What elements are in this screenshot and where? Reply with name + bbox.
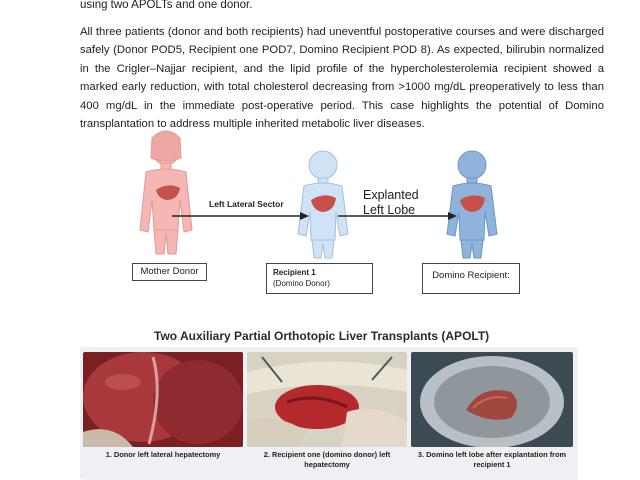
recipient1-liver-icon	[311, 195, 336, 212]
mother-liver-icon	[156, 185, 180, 200]
transplant-diagram: Left Lateral Sector Explanted Left Lobe …	[80, 130, 564, 344]
domino-recipient-label: Domino Recipient:	[422, 263, 520, 294]
domino-liver-icon	[460, 195, 485, 212]
photo-caption-3: 3. Domino left lobe after explantation f…	[417, 450, 567, 469]
explanted-left-lobe-label: Explanted Left Lobe	[363, 188, 419, 218]
recipient1-label: Recipient 1 (Domino Donor)	[266, 263, 373, 294]
explanted-line1: Explanted	[363, 188, 419, 202]
arrow-label-left-lateral-sector: Left Lateral Sector	[209, 199, 284, 209]
surgical-photo-strip: 1. Donor left lateral hepatectomy 2. Rec…	[80, 347, 578, 480]
body-paragraph: All three patients (donor and both recip…	[80, 26, 604, 131]
photo-caption-2: 2. Recipient one (domino donor) left hep…	[263, 450, 391, 469]
figure-caption: Two Auxiliary Partial Orthotopic Liver T…	[154, 329, 490, 343]
recipient1-note: (Domino Donor)	[273, 279, 330, 288]
explanted-line2: Left Lobe	[363, 203, 416, 217]
mother-figure	[139, 130, 193, 255]
top-line-text: using two APOLTs and one donor.	[80, 0, 253, 11]
diagram-illustration	[139, 130, 498, 259]
mother-donor-label: Mother Donor	[132, 263, 207, 281]
recipient1-title: Recipient 1	[273, 268, 316, 277]
photo-donor-hepatectomy	[83, 352, 243, 447]
photo-domino-left-lobe	[411, 352, 573, 447]
arrow-left-lateral-sector	[172, 212, 309, 220]
photo-recipient1-hepatectomy	[247, 352, 407, 447]
arrow-explanted-left-lobe	[338, 212, 457, 220]
photo-caption-1: 1. Donor left lateral hepatectomy	[105, 450, 221, 459]
